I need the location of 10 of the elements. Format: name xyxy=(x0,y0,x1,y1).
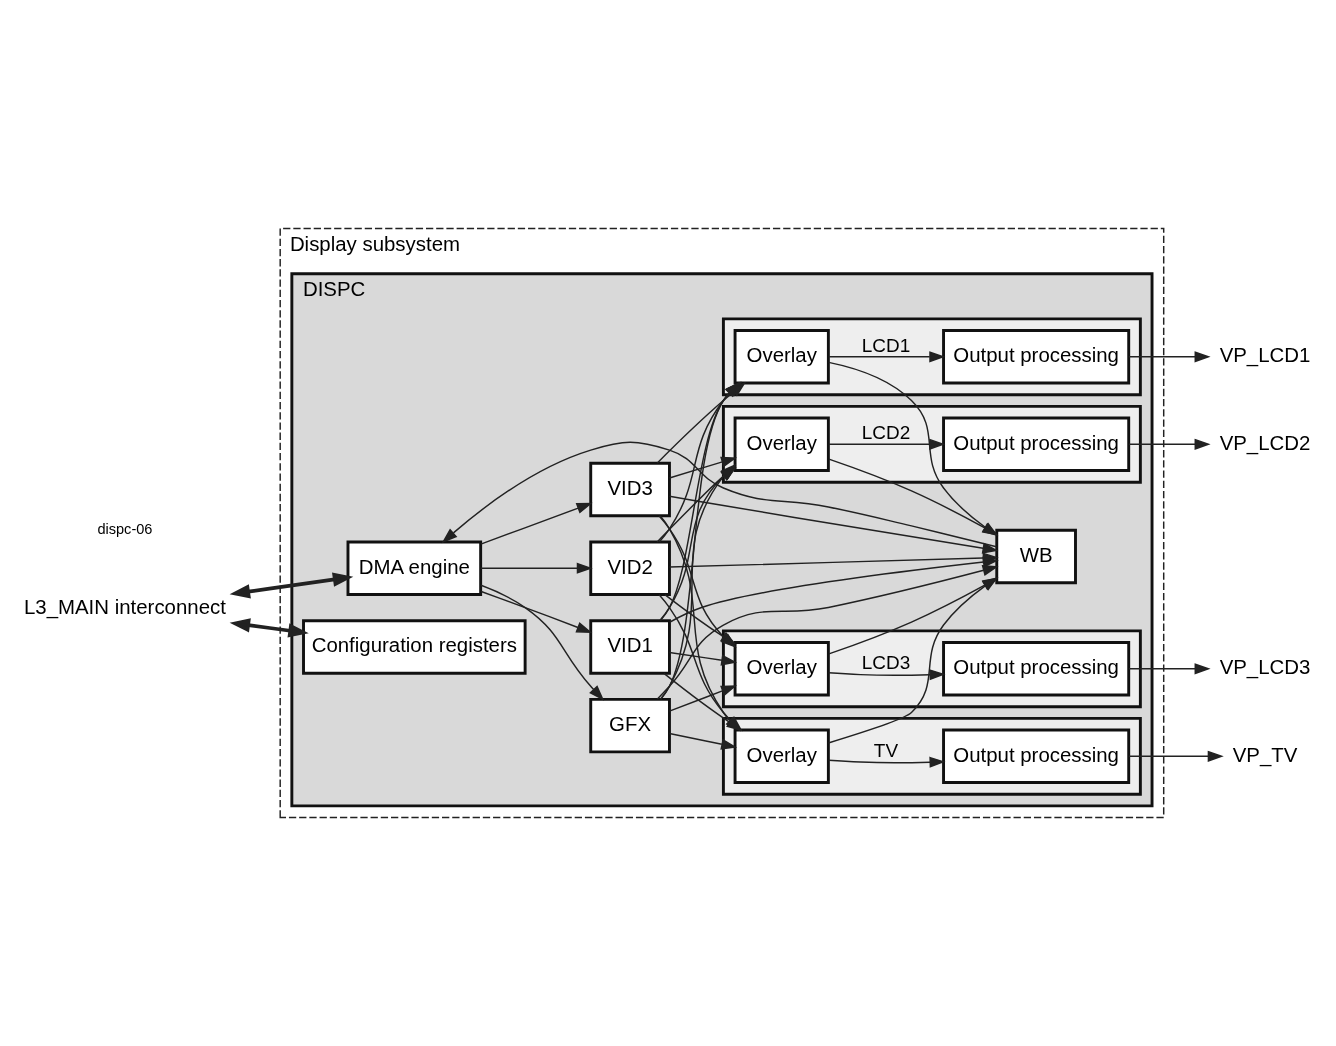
label: dispc-06 xyxy=(97,520,153,537)
node-text: VP_LCD1 xyxy=(1219,344,1311,367)
node-text: VP_LCD2 xyxy=(1219,431,1311,454)
node-text: VP_LCD3 xyxy=(1219,656,1311,679)
edge-label: LCD3 xyxy=(861,652,911,674)
edge-label: LCD1 xyxy=(861,334,911,356)
node-text: L3_MAIN interconnect xyxy=(23,596,226,619)
node-text: VP_TV xyxy=(1232,743,1298,766)
edge-label: TV xyxy=(873,739,899,761)
edge-label: LCD2 xyxy=(861,422,911,444)
